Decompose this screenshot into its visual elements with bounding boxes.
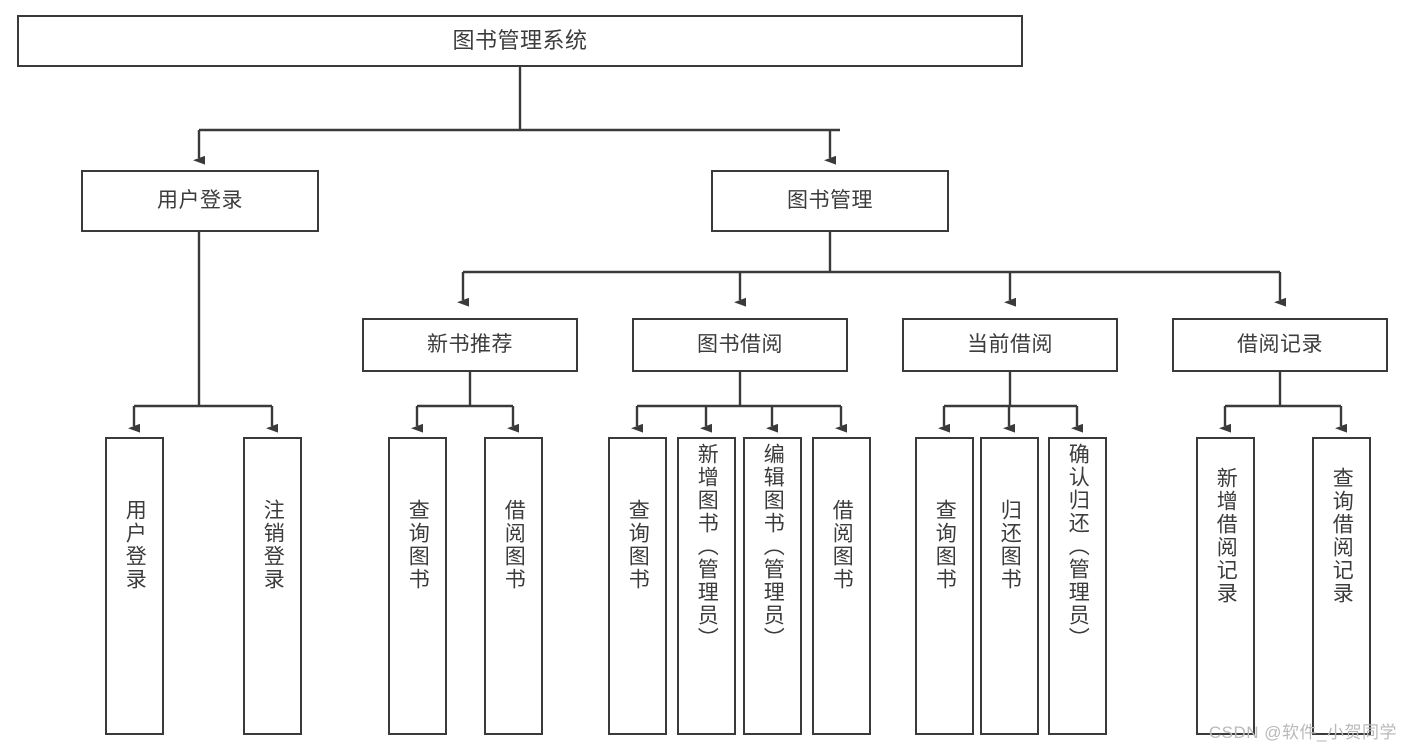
- leaf-borrow-book[interactable]: 借阅图书: [812, 437, 871, 735]
- node-label: 借阅记录: [1237, 332, 1323, 356]
- node-label: 借阅图书: [502, 499, 526, 591]
- leaf-add-book-admin[interactable]: 新增图书（管理员）: [677, 437, 736, 735]
- node-label: 注销登录: [261, 499, 285, 591]
- leaf-borrow-book-new[interactable]: 借阅图书: [484, 437, 543, 735]
- node-book-borrow[interactable]: 图书借阅: [632, 318, 848, 372]
- leaf-confirm-return-admin[interactable]: 确认归还（管理员）: [1048, 437, 1107, 735]
- leaf-user-login[interactable]: 用户登录: [105, 437, 164, 735]
- node-label: 图书借阅: [697, 332, 783, 356]
- node-label: 确认归还（管理员）: [1066, 443, 1090, 650]
- node-book-management[interactable]: 图书管理: [711, 170, 949, 232]
- node-label: 当前借阅: [967, 332, 1053, 356]
- node-root-system[interactable]: 图书管理系统: [17, 15, 1023, 67]
- node-label: 新书推荐: [427, 332, 513, 356]
- node-label: 查询图书: [406, 499, 430, 591]
- node-label: 借阅图书: [830, 499, 854, 591]
- leaf-logout-login[interactable]: 注销登录: [243, 437, 302, 735]
- node-label: 用户登录: [157, 188, 243, 212]
- leaf-add-borrow-record[interactable]: 新增借阅记录: [1196, 437, 1255, 735]
- leaf-query-book-current[interactable]: 查询图书: [915, 437, 974, 735]
- leaf-edit-book-admin[interactable]: 编辑图书（管理员）: [743, 437, 802, 735]
- node-label: 用户登录: [123, 499, 147, 591]
- leaf-query-book-borrow[interactable]: 查询图书: [608, 437, 667, 735]
- csdn-watermark: CSDN @软件_小贺同学: [1208, 723, 1397, 742]
- node-label: 查询图书: [933, 499, 957, 591]
- node-current-borrow[interactable]: 当前借阅: [902, 318, 1118, 372]
- node-label: 查询借阅记录: [1330, 467, 1354, 605]
- node-new-book-recommend[interactable]: 新书推荐: [362, 318, 578, 372]
- node-label: 图书管理系统: [452, 28, 588, 54]
- leaf-query-book-new[interactable]: 查询图书: [388, 437, 447, 735]
- node-label: 新增图书（管理员）: [695, 443, 719, 650]
- node-user-login[interactable]: 用户登录: [81, 170, 319, 232]
- node-label: 查询图书: [626, 499, 650, 591]
- node-borrow-record[interactable]: 借阅记录: [1172, 318, 1388, 372]
- node-label: 归还图书: [998, 499, 1022, 591]
- node-label: 图书管理: [787, 188, 873, 212]
- leaf-query-borrow-record[interactable]: 查询借阅记录: [1312, 437, 1371, 735]
- node-label: 新增借阅记录: [1214, 467, 1238, 605]
- node-label: 编辑图书（管理员）: [761, 443, 785, 650]
- leaf-return-book[interactable]: 归还图书: [980, 437, 1039, 735]
